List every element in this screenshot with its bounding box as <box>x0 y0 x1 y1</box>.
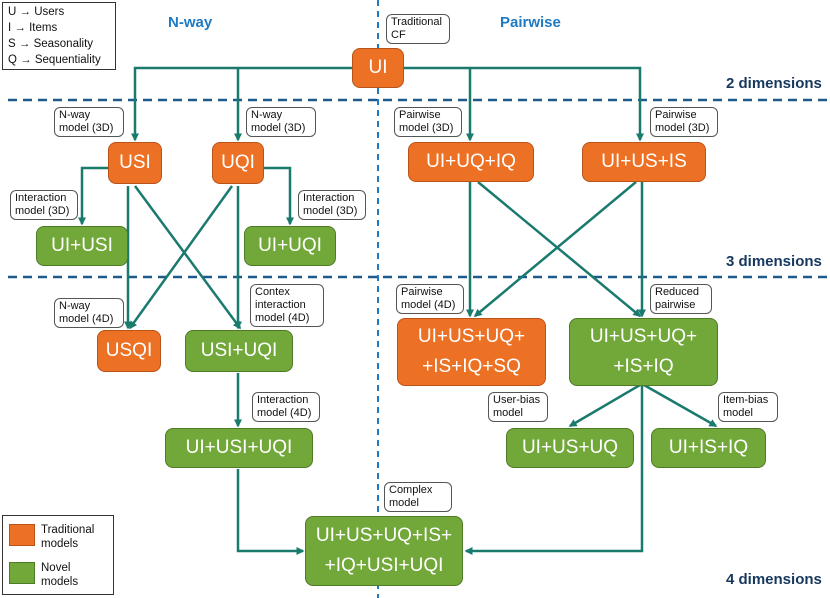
arrow-usi-usiuqi <box>133 185 242 330</box>
novel-swatch <box>9 562 35 584</box>
arrow-reduced-itembias <box>643 383 718 428</box>
arrow-usi-uiusi <box>78 166 108 226</box>
arrow-right-icon: → <box>19 6 32 18</box>
arrow-uiusiuqi-complex <box>236 469 305 555</box>
arrow-uqi-usqi <box>128 185 234 330</box>
node-complex: UI+US+UQ+IS++IQ+USI+UQI <box>305 516 463 586</box>
arrow-reduced-userbias <box>568 383 641 428</box>
node-ui-uq-iq: UI+UQ+IQ <box>408 142 534 182</box>
node-ui-usi: UI+USI <box>36 226 128 266</box>
label-3-dimensions: 3 dimensions <box>726 253 822 270</box>
legend-row: Q → Sequentiality <box>8 54 101 66</box>
node-ui-usi-uqi: UI+USI+UQI <box>165 428 313 468</box>
arrow-right-icon: → <box>14 22 26 34</box>
node-usi: USI <box>108 142 162 184</box>
arrow-uiusis-pairwise4d <box>473 181 637 317</box>
header-pairwise: Pairwise <box>500 14 561 31</box>
abbreviation-legend: U → Users I → Items S → Seasonality Q → … <box>2 2 116 70</box>
arrow-ui-bus <box>131 66 352 142</box>
node-uqi: UQI <box>212 142 264 184</box>
node-usi-uqi: USI+UQI <box>185 330 293 372</box>
node-ui-us-uq: UI+US+UQ <box>506 428 634 468</box>
node-pairwise-4d: UI+US+UQ++IS+IQ+SQ <box>397 318 546 386</box>
legend-row: I → Items <box>8 22 58 34</box>
legend-row: U → Users <box>8 6 65 18</box>
arrow-uqi-uiuqi <box>262 166 294 226</box>
label-2-dimensions: 2 dimensions <box>726 75 822 92</box>
color-legend: Traditional models Novel models <box>2 515 114 595</box>
arrow-uiuqiq-reduced <box>477 181 642 317</box>
traditional-label: Traditional models <box>41 524 95 550</box>
node-ui-us-is: UI+US+IS <box>582 142 706 182</box>
traditional-swatch <box>9 524 35 546</box>
node-ui-is-iq: UI+IS+IQ <box>651 428 766 468</box>
arrow-right-icon: → <box>20 54 32 66</box>
arrow-right-icon: → <box>18 38 31 50</box>
node-usqi: USQI <box>97 330 161 372</box>
arrow-ui-bus-right <box>404 66 644 142</box>
novel-label: Novel models <box>41 562 79 588</box>
arrow-reduced-complex <box>464 385 644 555</box>
legend-row: S → Seasonality <box>8 38 94 50</box>
header-nway: N-way <box>168 14 213 31</box>
node-ui-uqi: UI+UQI <box>244 226 336 266</box>
node-reduced-pairwise: UI+US+UQ++IS+IQ <box>569 318 718 386</box>
node-ui: UI <box>352 48 404 88</box>
label-4-dimensions: 4 dimensions <box>726 571 822 588</box>
